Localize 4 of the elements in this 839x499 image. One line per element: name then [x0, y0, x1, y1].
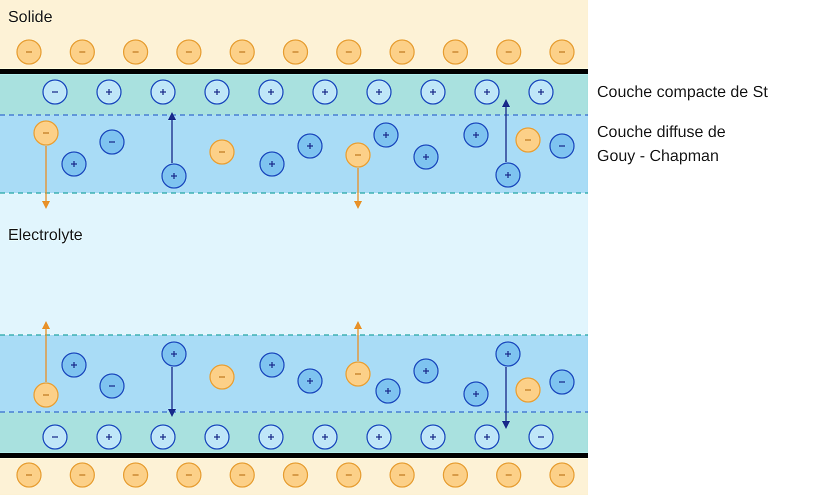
layer-label: Couche compacte de St [597, 83, 768, 103]
region-label: Electrolyte [8, 226, 83, 246]
layer-label: Couche diffuse de Gouy - Chapman [597, 123, 727, 167]
layer-label: Solide [8, 8, 52, 28]
